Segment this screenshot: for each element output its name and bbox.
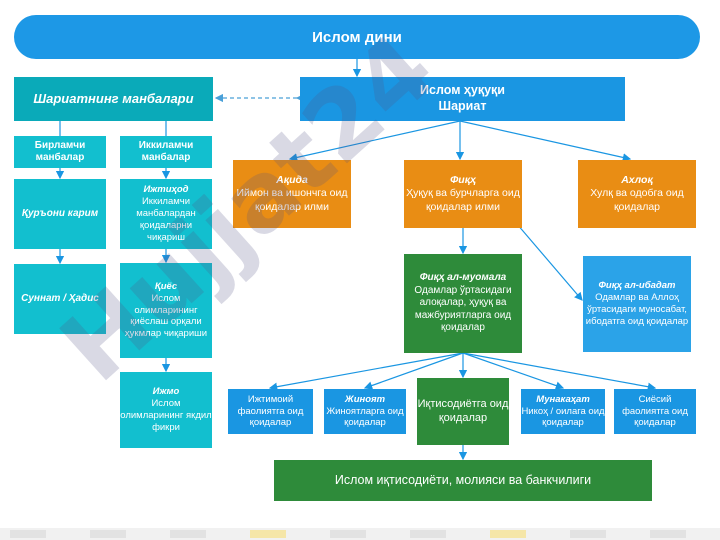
social-activity-box: Ижтимоий фаолиятга оид қоидалар xyxy=(228,389,313,434)
arrow-to-politics xyxy=(462,352,657,391)
bottom-strip xyxy=(0,528,720,540)
economy-box: Иқтисодиётга оид қоидалар xyxy=(417,378,509,445)
economy-text: Иқтисодиётга оид қоидалар xyxy=(417,397,509,424)
primary-sources-label: Бирламчи манбалар xyxy=(34,139,86,164)
qiyas-text: Ислом олимларининг қиёслаш орқали ҳукмла… xyxy=(124,292,208,340)
islamic-finance-box: Ислом иқтисодиёти, молияси ва банкчилиги xyxy=(274,460,652,501)
ijma-box: Ижмо Ислом олимларининг якдил фикри xyxy=(120,372,212,448)
secondary-sources-box: Иккиламчи манбалар xyxy=(120,136,212,168)
islam-religion-title: Ислом дини xyxy=(312,28,402,46)
secondary-sources-label: Иккиламчи манбалар xyxy=(138,139,194,164)
quran-box: Қуръони карим xyxy=(14,179,106,249)
fiqh-ibada-title: Фиқҳ ал-ибадат xyxy=(598,280,676,292)
marriage-text: Никоҳ / оилага оид қоидалар xyxy=(521,405,605,429)
qiyas-title: Қиёс xyxy=(154,280,178,292)
ijtihad-box: Ижтиҳод Иккиламчи манбалардан қоидаларни… xyxy=(120,179,212,249)
ijtihad-title: Ижтиҳод xyxy=(143,184,189,196)
sharia-sources-label: Шариатнинг манбалари xyxy=(33,90,194,106)
arrow-to-social xyxy=(268,352,464,391)
akhlaq-title: Ахлоқ xyxy=(621,174,653,187)
fiqh-muamala-box: Фиқҳ ал-муомала Одамлар ўртасидаги алоқа… xyxy=(404,254,522,353)
quran-label: Қуръони карим xyxy=(21,207,99,219)
ijma-title: Ижмо xyxy=(152,386,180,398)
akhlaq-text: Хулқ ва одобга оид қоидалар xyxy=(590,187,684,213)
sharia-line2: Шариат xyxy=(438,99,487,113)
fiqh-title: Фиқҳ xyxy=(450,174,476,187)
arrow-to-crime xyxy=(363,352,464,390)
aqida-text: Иймон ва ишончга оид қоидалар илми xyxy=(236,187,348,213)
fiqh-muamala-text: Одамлар ўртасидаги алоқалар, ҳуқуқ ва ма… xyxy=(414,284,512,334)
marriage-box: Мунакаҳат Никоҳ / оилага оид қоидалар xyxy=(521,389,605,434)
arrow-sharia-to-akhlaq xyxy=(459,120,632,162)
fiqh-ibada-text: Одамлар ва Аллоҳ ўртасидаги муносабат, и… xyxy=(585,292,689,327)
ijma-text: Ислом олимларининг якдил фикри xyxy=(120,398,212,433)
sharia-box: Ислом ҳуқуқи Шариат xyxy=(300,77,625,121)
aqida-title: Ақида xyxy=(276,174,308,187)
akhlaq-box: Ахлоқ Хулқ ва одобга оид қоидалар xyxy=(578,160,696,228)
fiqh-ibada-box: Фиқҳ ал-ибадат Одамлар ва Аллоҳ ўртасида… xyxy=(583,256,691,352)
sunnah-label: Суннат / Ҳадис xyxy=(21,292,99,304)
sunnah-box: Суннат / Ҳадис xyxy=(14,264,106,334)
crime-title: Жиноят xyxy=(344,393,386,405)
politics-box: Сиёсий фаолиятга оид қоидалар xyxy=(614,389,696,434)
fiqh-box: Фиқҳ Ҳуқуқ ва бурчларга оид қоидалар илм… xyxy=(404,160,522,228)
fiqh-muamala-title: Фиқҳ ал-муомала xyxy=(419,272,507,284)
fiqh-text: Ҳуқуқ ва бурчларга оид қоидалар илми xyxy=(406,187,520,213)
ijtihad-text: Иккиламчи манбалардан қоидаларни чиқариш xyxy=(136,196,196,243)
islam-religion-header: Ислом дини xyxy=(14,15,700,59)
aqida-box: Ақида Иймон ва ишончга оид қоидалар илми xyxy=(233,160,351,228)
qiyas-box: Қиёс Ислом олимларининг қиёслаш орқали ҳ… xyxy=(120,263,212,358)
sharia-sources-header: Шариатнинг манбалари xyxy=(14,77,213,121)
islamic-finance-text: Ислом иқтисодиёти, молияси ва банкчилиги xyxy=(334,472,592,487)
politics-text: Сиёсий фаолиятга оид қоидалар xyxy=(622,393,688,429)
arrow-sharia-to-aqida xyxy=(288,120,461,162)
marriage-title: Мунакаҳат xyxy=(536,393,590,405)
crime-box: Жиноят Жиноятларга оид қоидалар xyxy=(324,389,406,434)
sharia-line1: Ислом ҳуқуқи xyxy=(420,83,505,98)
primary-sources-box: Бирламчи манбалар xyxy=(14,136,106,168)
social-activity-text: Ижтимоий фаолиятга оид қоидалар xyxy=(237,393,304,429)
crime-text: Жиноятларга оид қоидалар xyxy=(326,405,404,429)
arrow-to-marriage xyxy=(462,352,565,390)
